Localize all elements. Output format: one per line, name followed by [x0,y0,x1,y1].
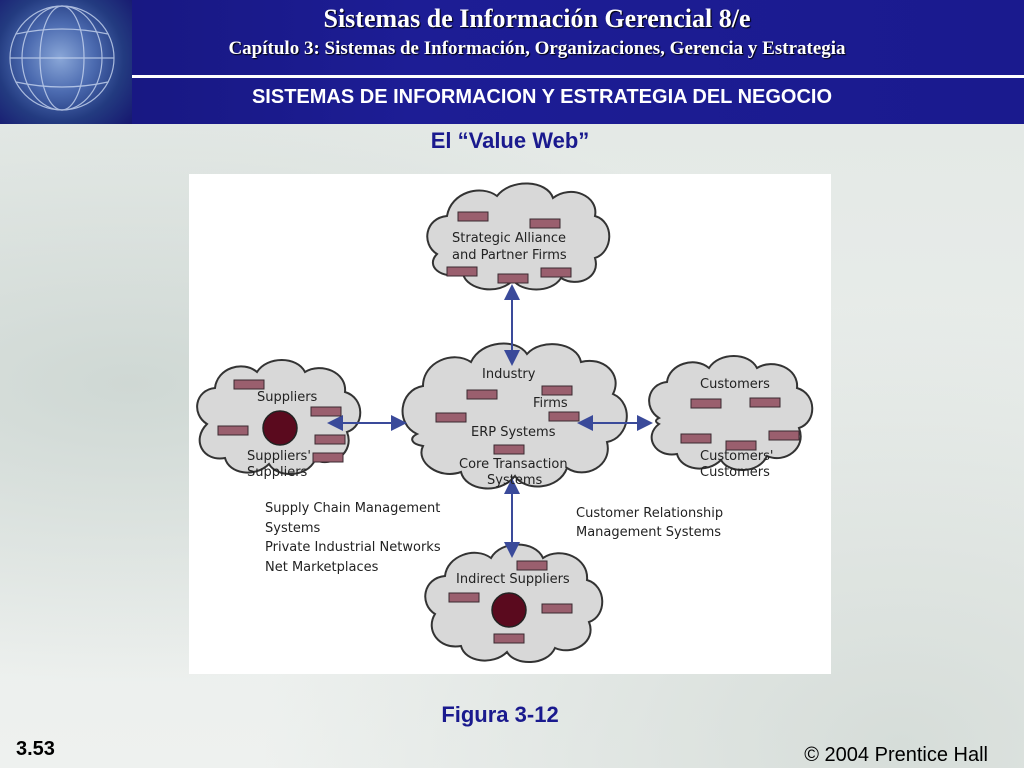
label-erp-systems: ERP Systems [471,425,556,440]
header-divider [132,75,1024,78]
label-indirect-suppliers: Indirect Suppliers [456,572,570,587]
label-suppliers: Suppliers [257,390,318,405]
label-firms: Firms [533,396,568,411]
diagram-title: El “Value Web” [430,128,590,153]
slide-title: Sistemas de Información Gerencial 8/e [323,4,751,33]
label-customers: Customers [700,377,770,392]
label-partner-firms: and Partner Firms [452,248,567,263]
label-customers-customers-1: Customers' [700,449,774,464]
note-supply-chain-2: Systems [265,521,321,536]
note-supply-chain-1: Supply Chain Management [265,501,441,516]
globe-logo-icon [0,0,132,124]
slide-number: 3.53 [16,738,55,760]
label-core-transaction: Core Transaction [459,457,568,472]
cloud-strategic-alliance [426,182,611,291]
slide-subtitle: Capítulo 3: Sistemas de Información, Org… [228,38,846,59]
diagram-graphics [196,182,814,664]
label-core-systems: Systems [487,473,543,488]
cloud-industry [401,342,628,490]
suppliers-node-icon [262,410,298,446]
figure-caption: Figura 3-12 [441,702,559,727]
label-suppliers-suppliers-1: Suppliers' [247,449,311,464]
label-suppliers-suppliers-2: Suppliers [247,465,308,480]
slide-header: Sistemas de Información Gerencial 8/e Ca… [0,0,1024,124]
indirect-suppliers-node-icon [491,592,527,628]
note-private-networks: Private Industrial Networks [265,540,441,555]
section-title: SISTEMAS DE INFORMACION Y ESTRATEGIA DEL… [251,86,833,108]
copyright: © 2004 Prentice Hall [804,744,988,766]
label-customers-customers-2: Customers [700,465,770,480]
note-crm-1: Customer Relationship [576,506,724,521]
note-crm-2: Management Systems [576,525,722,540]
label-strategic-alliance: Strategic Alliance [452,231,566,246]
value-web-diagram: Strategic Alliance and Partner Firms Ind… [189,174,831,674]
note-net-marketplaces: Net Marketplaces [265,560,379,575]
label-industry: Industry [482,367,536,382]
